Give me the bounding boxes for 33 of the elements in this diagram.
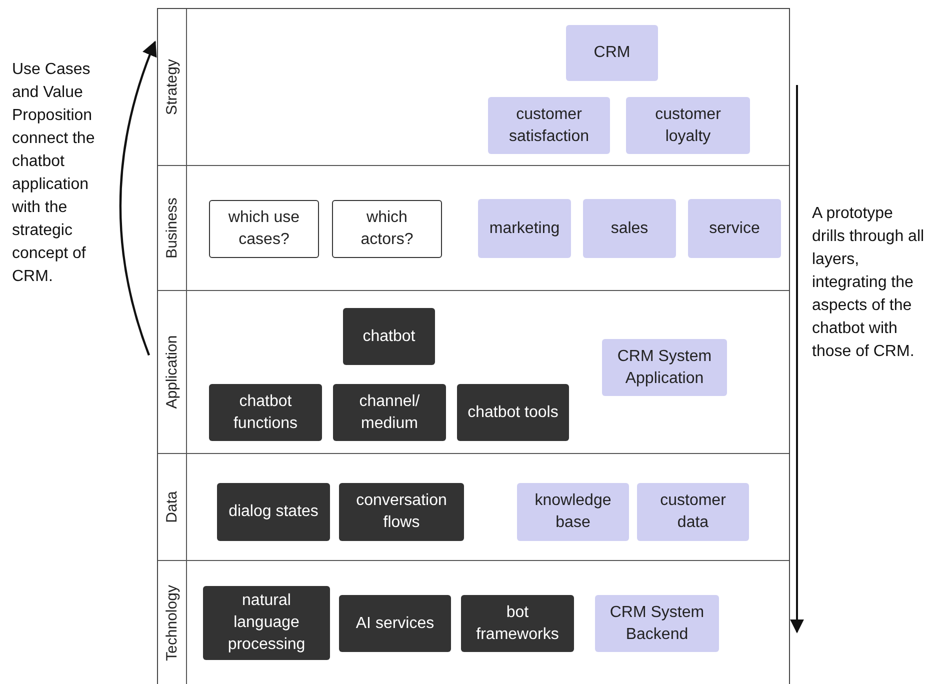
component-box: chatbot tools [457, 384, 569, 441]
layer-label: Data [164, 491, 180, 523]
component-box: AI services [339, 595, 451, 652]
component-box: knowledge base [517, 483, 629, 541]
component-box: dialog states [217, 483, 330, 541]
layer-label: Application [164, 335, 180, 409]
component-box: CRM [566, 25, 658, 81]
question-box: which actors? [332, 200, 442, 258]
component-box: CRM System Application [602, 339, 727, 396]
component-box: natural language processing [203, 586, 330, 660]
component-box: marketing [478, 199, 571, 258]
layer-label: Business [164, 198, 180, 258]
layer-band [158, 291, 789, 454]
component-box: chatbot functions [209, 384, 322, 441]
component-box: customer loyalty [626, 97, 750, 154]
component-box: conversation flows [339, 483, 464, 541]
annotation-text: A prototype drills through all layers, integrating the aspects of the chatbot with those of CRM. [812, 204, 926, 362]
layer-label: Technology [164, 585, 180, 661]
question-box: which use cases? [209, 200, 319, 258]
component-box: bot frameworks [461, 595, 574, 652]
layer-label: Strategy [164, 59, 180, 115]
component-box: channel/ medium [333, 384, 446, 441]
annotation-text: Use Cases and Value Proposition connect the chatbot application with the strategic concept of CRM. [12, 60, 96, 287]
component-box: customer satisfaction [488, 97, 610, 154]
layer-band [158, 9, 789, 166]
component-box: service [688, 199, 781, 258]
layer-band [158, 454, 789, 561]
layer-band [158, 166, 789, 291]
component-box: sales [583, 199, 676, 258]
curved-arrow [119, 40, 158, 356]
component-box: customer data [637, 483, 749, 541]
component-box: chatbot [343, 308, 435, 365]
component-box: CRM System Backend [595, 595, 719, 652]
